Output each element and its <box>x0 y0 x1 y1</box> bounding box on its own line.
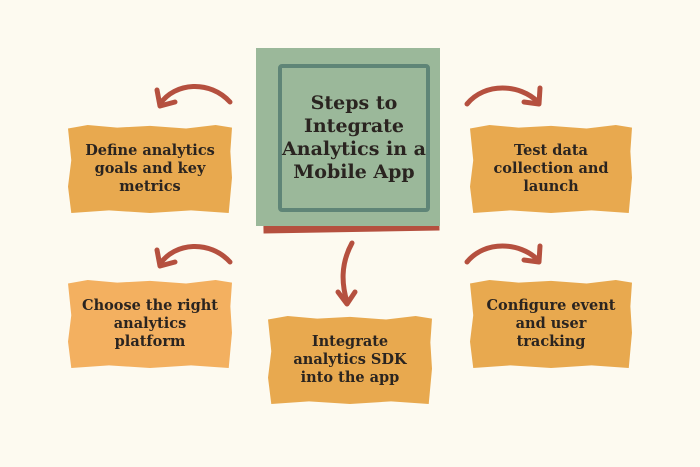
title-text: Steps to Integrate Analytics in a Mobile… <box>278 64 430 212</box>
step-label: Integrate analytics SDK into the app <box>293 333 407 386</box>
arrow-icon <box>154 244 233 269</box>
step-configure-tracking: Configure event and user tracking <box>470 280 632 368</box>
step-label: Choose the right analytics platform <box>82 297 218 350</box>
step-label: Configure event and user tracking <box>486 297 616 350</box>
arrow-icon <box>335 240 358 307</box>
step-label: Test data collection and launch <box>493 142 609 195</box>
step-define-goals: Define analytics goals and key metrics <box>68 125 232 213</box>
step-choose-platform: Choose the right analytics platform <box>68 280 232 368</box>
step-integrate-sdk: Integrate analytics SDK into the app <box>268 316 432 404</box>
arrow-icon <box>154 84 233 109</box>
arrow-icon <box>464 85 543 107</box>
arrow-icon <box>464 243 543 265</box>
title-card: Steps to Integrate Analytics in a Mobile… <box>256 48 440 226</box>
step-test-launch: Test data collection and launch <box>470 125 632 213</box>
step-label: Define analytics goals and key metrics <box>85 142 215 195</box>
